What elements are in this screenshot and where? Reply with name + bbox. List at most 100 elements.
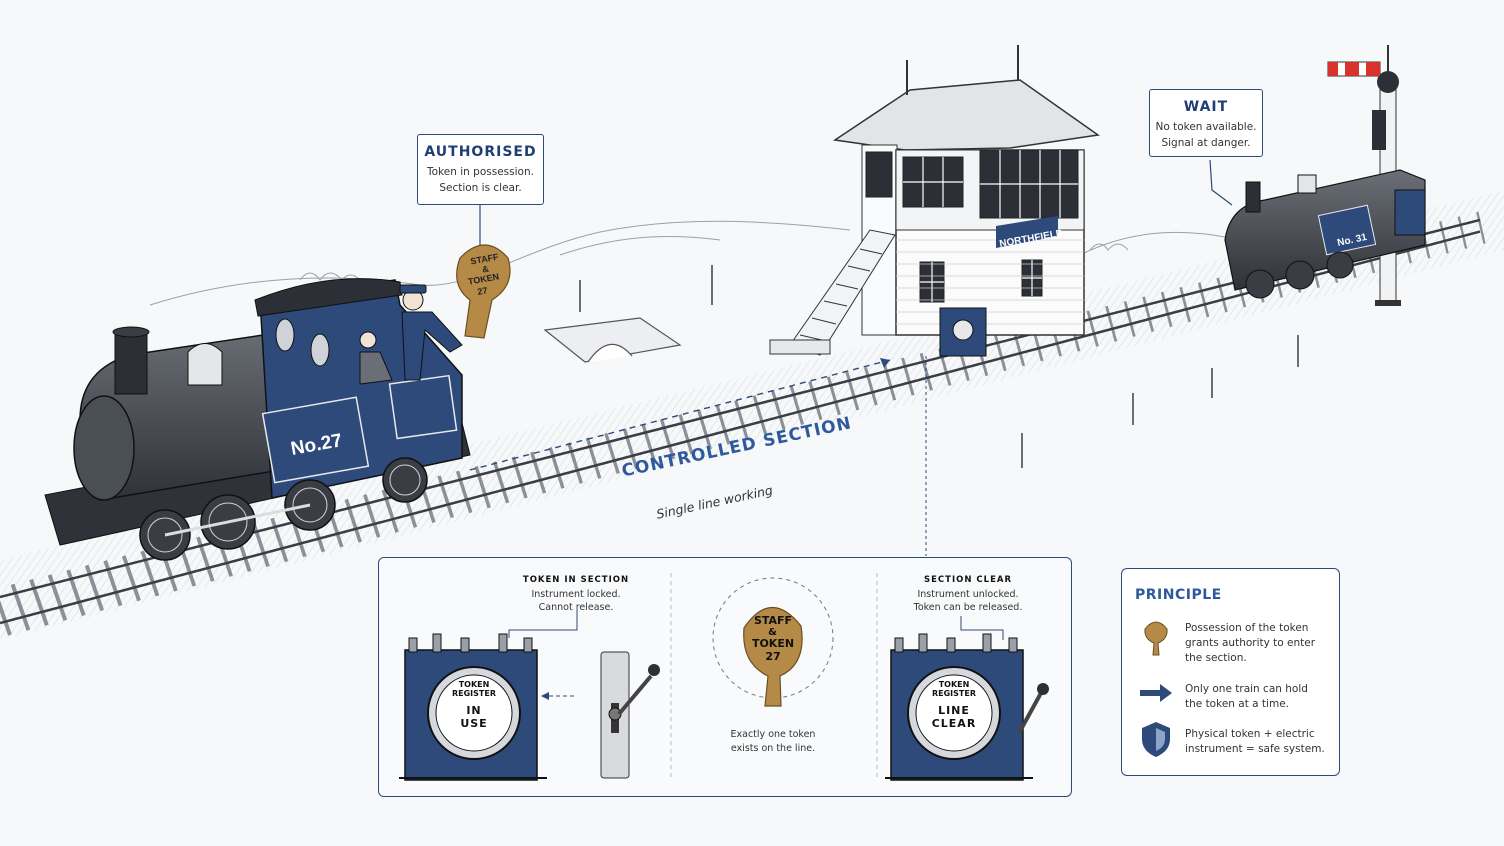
track-part: [196, 536, 215, 582]
track-part: [1160, 291, 1173, 328]
callout-authorised-line2: Section is clear.: [439, 182, 522, 194]
track-part: [251, 522, 270, 568]
staff-token-icon: [743, 606, 803, 707]
locomotive-right: [1224, 169, 1426, 299]
track-part: [641, 423, 657, 465]
track-part: [826, 376, 841, 416]
track-part: [1197, 282, 1210, 318]
right-dial-top1: TOKEN: [938, 680, 970, 689]
track-part: [1142, 296, 1155, 333]
principle-item1-line2: grants authority to enter: [1185, 637, 1316, 649]
middle-staff-line2: &: [768, 627, 778, 638]
callout-authorised-line1: Token in possession.: [427, 166, 534, 178]
shield-icon: [1142, 722, 1170, 757]
right-line1: Instrument unlocked.: [917, 589, 1019, 600]
track-part: [344, 498, 362, 543]
track-part: [863, 367, 878, 406]
left-line2: Cannot release.: [538, 602, 614, 613]
track-part: [1123, 301, 1136, 337]
left-dial-state2: USE: [460, 717, 488, 730]
instrument-panel: TOKEN IN SECTION Instrument locked. Cann…: [378, 557, 1072, 797]
track-part: [0, 600, 12, 636]
instrument-locked: [399, 633, 547, 781]
track-part: [1476, 211, 1486, 244]
callout-authorised: AUTHORISED Token in possession. Section …: [417, 134, 544, 205]
track-part: [808, 381, 823, 421]
track-part: [0, 230, 1481, 625]
right-dial-top2: REGISTER: [931, 689, 976, 698]
track-part: [604, 432, 620, 475]
held-staff-line-2: &: [481, 263, 490, 274]
left-line1: Instrument locked.: [531, 589, 621, 600]
held-staff-line-1: STAFF: [470, 252, 500, 267]
signal-box: [769, 45, 1100, 357]
right-dial-state2: CLEAR: [931, 717, 977, 730]
track-part: [567, 442, 583, 484]
track-part: [84, 564, 104, 612]
token-icon: [1144, 621, 1168, 656]
track-part: [474, 465, 491, 509]
track-part: [993, 334, 1007, 372]
track-part: [492, 461, 510, 504]
wait-leader: [1209, 159, 1233, 206]
middle-line2: exists on the line.: [730, 743, 816, 754]
callout-authorised-title: AUTHORISED: [424, 144, 537, 160]
principle-item1-line1: Possession of the token: [1185, 622, 1309, 634]
principle-item2-line1: Only one train can hold: [1185, 683, 1308, 695]
track-part: [845, 371, 860, 411]
track-part: [1216, 277, 1228, 313]
arrow-icon: [1140, 684, 1172, 702]
track-part: [1457, 216, 1468, 249]
staff-token-held: [456, 244, 511, 339]
fence-posts: [579, 265, 1299, 468]
track-part: [121, 555, 141, 602]
track-part: [734, 399, 749, 440]
track-part: [530, 451, 547, 494]
callout-wait: WAIT No token available. Signal at dange…: [1149, 89, 1263, 157]
principle-title: PRINCIPLE: [1135, 587, 1222, 603]
section-arrow: [469, 358, 891, 471]
right-dial-state1: LINE: [938, 704, 970, 717]
middle-line1: Exactly one token: [730, 729, 816, 740]
callout-wait-line1: No token available.: [1155, 121, 1257, 133]
track-part: [270, 517, 289, 563]
release-lever: [600, 651, 660, 779]
left-dial-top1: TOKEN: [458, 680, 490, 689]
track-part: [789, 385, 805, 426]
left-dial-state1: IN: [466, 704, 482, 717]
track-part: [1439, 221, 1449, 254]
right-line2: Token can be released.: [913, 602, 1023, 613]
middle-staff-line1: STAFF: [753, 614, 793, 627]
instrument-panel-art: [399, 573, 1049, 781]
track-part: [381, 489, 399, 533]
middle-staff-line4: 27: [765, 650, 781, 663]
track-part: [919, 352, 933, 391]
callout-wait-title: WAIT: [1183, 99, 1229, 115]
principle-item2-line2: the token at a time.: [1185, 698, 1289, 710]
track-part: [659, 418, 676, 460]
track-part: [882, 362, 897, 401]
callout-wait-line2: Signal at danger.: [1161, 137, 1251, 149]
held-staff-line-4: 27: [477, 285, 489, 297]
instrument-unlocked: [885, 633, 1049, 781]
track-part: [1105, 305, 1118, 342]
track-part: [455, 470, 473, 514]
track-part: [622, 428, 639, 470]
left-heading: TOKEN IN SECTION: [522, 575, 630, 585]
middle-staff-line3: TOKEN: [751, 637, 795, 650]
track-part: [1012, 329, 1026, 367]
track-part: [103, 560, 123, 607]
culvert-bridge: [543, 317, 682, 363]
left-dial-top2: REGISTER: [451, 689, 496, 698]
track-part: [585, 437, 602, 479]
principle-panel: PRINCIPLE Possession of the token grants…: [1121, 568, 1340, 776]
track-part: [363, 494, 381, 538]
right-heading: SECTION CLEAR: [923, 575, 1012, 585]
track-part: [715, 404, 731, 445]
track-part: [901, 357, 915, 396]
principle-item3-line1: Physical token + electric: [1185, 728, 1315, 740]
principle-item3-line2: instrument = safe system.: [1185, 743, 1325, 755]
track-part: [437, 475, 455, 519]
principle-item1-line3: the section.: [1185, 652, 1247, 664]
